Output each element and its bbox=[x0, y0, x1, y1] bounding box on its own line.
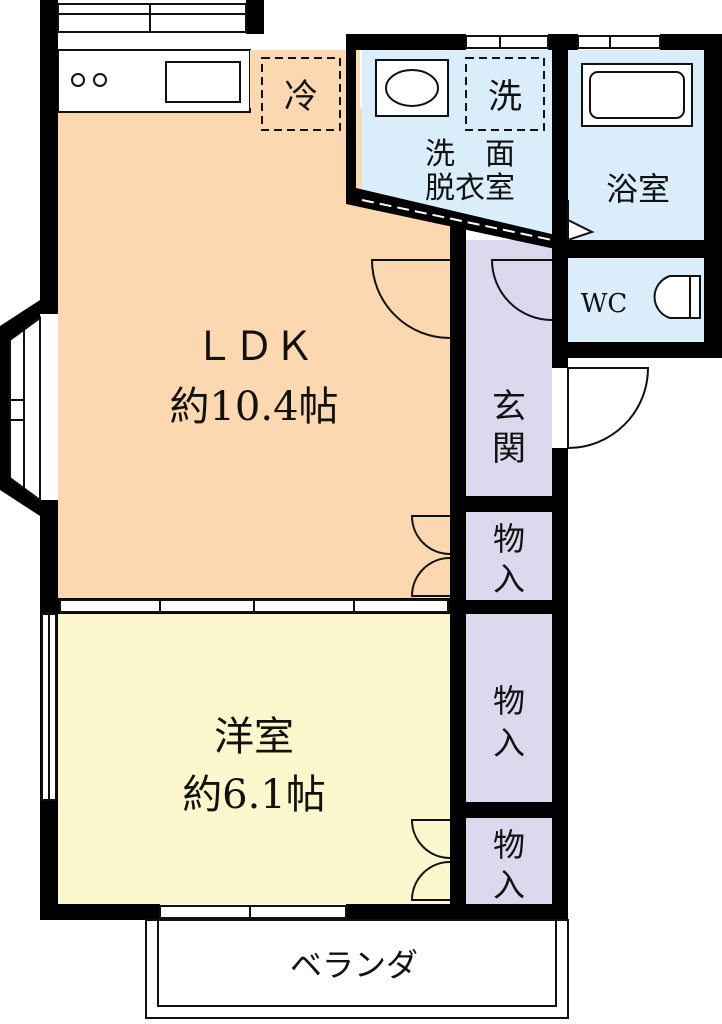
toilet-icon bbox=[653, 275, 701, 319]
entrance-floor bbox=[466, 240, 552, 496]
entrance-label-line2: 関 bbox=[492, 429, 526, 469]
washroom-sliding-door bbox=[361, 199, 553, 241]
western-room-label: 洋室 bbox=[214, 714, 294, 760]
storage-2-floor bbox=[466, 614, 552, 802]
storage-1-floor bbox=[466, 512, 552, 600]
veranda-label: ベランダ bbox=[290, 946, 418, 984]
storage-2-label-line2: 入 bbox=[493, 724, 525, 762]
storage-3-floor bbox=[466, 818, 552, 904]
bath-label: 浴室 bbox=[606, 170, 670, 208]
stove-icon bbox=[71, 73, 107, 87]
storage-2-label-line1: 物 bbox=[493, 682, 525, 720]
windows bbox=[41, 3, 661, 919]
storage-3-label-line1: 物 bbox=[493, 826, 525, 864]
storage-1-label-line1: 物 bbox=[493, 520, 525, 558]
veranda-inner-outline bbox=[157, 919, 557, 1007]
storage-1-label-line2: 入 bbox=[493, 560, 525, 598]
wc-label: WC bbox=[581, 289, 628, 319]
washroom-label-line1: 洗 面 bbox=[425, 137, 515, 172]
western-room-area-label: 約6.1帖 bbox=[182, 772, 326, 818]
storage-3-label-line2: 入 bbox=[493, 866, 525, 904]
washer-space bbox=[465, 57, 545, 131]
fridge-label: 冷 bbox=[284, 77, 318, 117]
bay-window bbox=[0, 300, 41, 516]
washbasin-icon bbox=[375, 59, 449, 117]
fridge-space bbox=[261, 57, 341, 131]
walls bbox=[40, 0, 722, 920]
washer-label: 洗 bbox=[488, 77, 522, 117]
western-room-floor bbox=[58, 612, 450, 904]
washroom-label-line2: 脱衣室 bbox=[425, 171, 515, 206]
entrance-label-line1: 玄 bbox=[492, 387, 526, 427]
bathtub-icon bbox=[581, 63, 693, 127]
ldk-floor-fridge-area bbox=[250, 50, 350, 108]
ldk-label: ＬＤＫ bbox=[194, 324, 314, 370]
sink-icon bbox=[165, 61, 241, 103]
doors bbox=[370, 200, 650, 901]
ldk-area-label: 約10.4帖 bbox=[169, 384, 338, 430]
